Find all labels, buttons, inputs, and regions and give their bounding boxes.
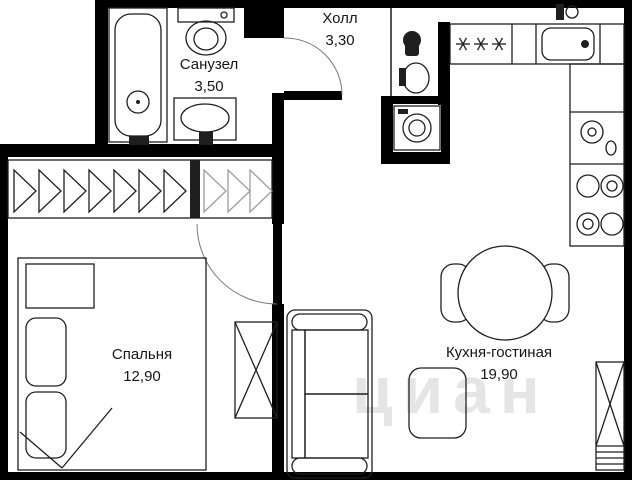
wall-bedroom-divider [272,304,284,476]
counter-sink-icon [580,120,617,156]
wall-top [95,0,632,8]
wall-left [0,144,8,480]
room-area: 19,90 [480,365,518,383]
room-label-kitchen: Кухня-гостиная 19,90 [446,342,552,386]
wall-bathroom-bottom [0,144,284,157]
wall-washer-niche-top [381,96,450,104]
bathroom-door-swing-arc [283,37,343,96]
kitchen-faucet-icon [556,4,579,20]
stove-burners [576,174,624,236]
dining-table [457,245,553,341]
wardrobe-divider [190,160,200,218]
room-area: 3,30 [325,31,355,49]
tall-cabinet [595,361,625,471]
room-area: 3,50 [194,77,224,95]
hanger-icons-dark [13,168,187,214]
wall-kitchen-stub [438,22,450,105]
washing-machine [393,105,441,151]
room-name: Спальня [111,346,173,363]
room-label-bathroom: Санузел 3,50 [180,54,238,98]
bathtub [108,7,168,145]
kitchen-counter-top [449,23,625,65]
kitchen-counter-right [569,63,625,247]
kitchen-fixture-icon-2 [399,62,430,94]
bathroom-sink [173,97,237,145]
room-name: Санузел [179,56,239,73]
wall-hall-divider [272,93,284,224]
sofa [286,309,373,479]
room-name: Холл [322,10,358,27]
bathroom-door [283,37,343,100]
room-name: Кухня-гостиная [445,344,553,361]
toilet [177,7,235,56]
hanger-icons-light [203,168,273,214]
bathroom-door-leaf [284,91,342,100]
wall-right [624,0,632,480]
kitchen-sink [541,27,595,61]
coffee-table [408,367,467,439]
wall-duct [244,0,284,38]
wall-washer-niche-right [441,96,450,162]
bed [17,257,207,471]
wardrobe-outline [7,159,273,219]
tv-unit [234,321,278,419]
wall-bathroom-left [95,0,108,152]
bedroom-door-swing-arc [196,223,278,305]
wall-washer-niche-left [381,96,393,162]
wall-bottom [0,472,632,480]
room-label-bedroom: Спальня 12,90 [112,344,172,388]
wardrobe-hangers [7,159,273,219]
wall-washer-niche-bottom [381,152,450,164]
bedroom-door [196,223,282,305]
fridge-snowflakes-icon [456,37,506,51]
bedroom-door-leaf [273,224,282,304]
room-label-hall: Холл 3,30 [322,8,357,52]
room-area: 12,90 [123,367,161,385]
kitchen-fixture-icon-1 [403,31,421,56]
